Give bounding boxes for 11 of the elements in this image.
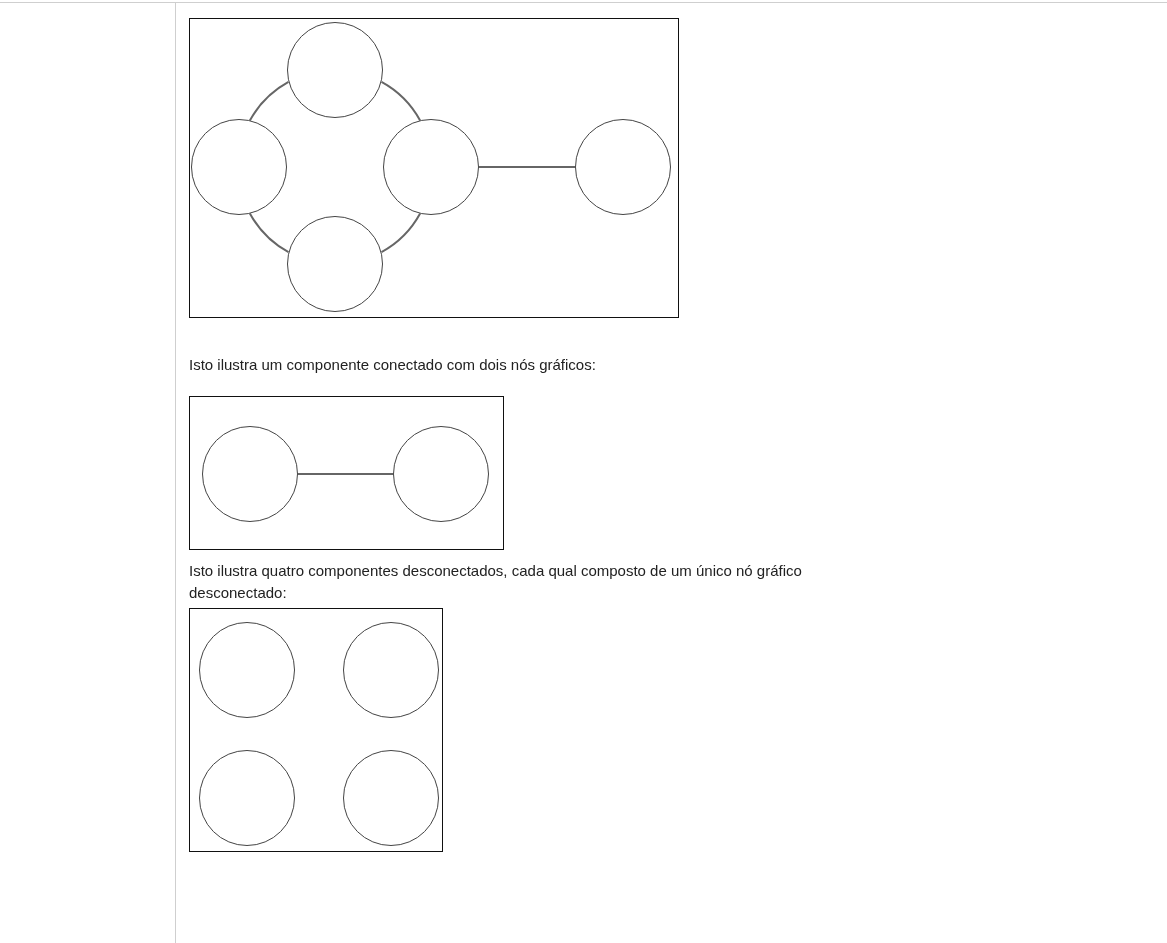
description-text: Isto ilustra um componente conectado com dois nós gráficos: bbox=[189, 355, 597, 375]
edge-line bbox=[248, 212, 290, 254]
graph-frame bbox=[189, 396, 504, 550]
edge-line bbox=[297, 473, 394, 475]
description-text: Isto ilustra quatro componentes desconectados, cada qual composto de um único nó gráfico desconectado: bbox=[189, 561, 803, 603]
edge-line bbox=[380, 80, 422, 122]
graph-frame bbox=[189, 608, 443, 852]
graph-frame bbox=[189, 18, 679, 318]
edge-line bbox=[478, 166, 576, 168]
edge-line bbox=[248, 80, 290, 122]
edge-line bbox=[380, 212, 422, 254]
